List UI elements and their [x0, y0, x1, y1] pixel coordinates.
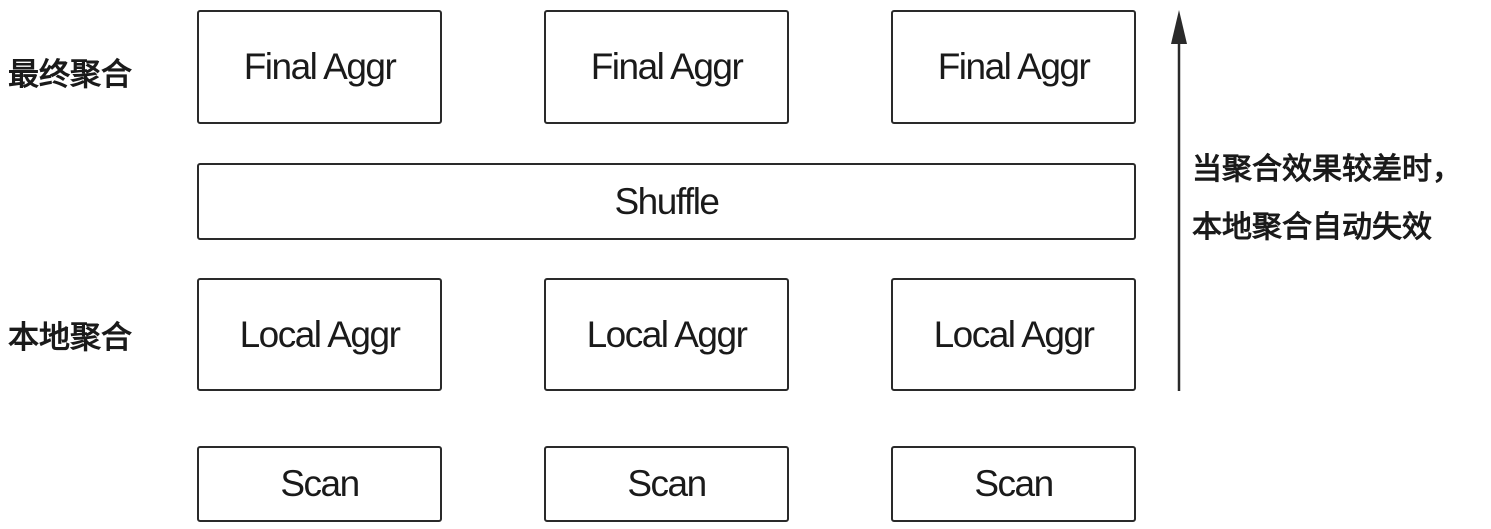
note-line-2: 本地聚合自动失效	[1192, 210, 1432, 245]
upward-arrow	[1171, 10, 1187, 391]
final-aggr-node-2: Final Aggr	[544, 10, 789, 124]
final-aggr-node-3: Final Aggr	[891, 10, 1136, 124]
scan-node-2: Scan	[544, 446, 789, 522]
scan-node-3: Scan	[891, 446, 1136, 522]
final-aggr-node-1: Final Aggr	[197, 10, 442, 124]
local-aggr-node-3: Local Aggr	[891, 278, 1136, 391]
arrow-head	[1171, 10, 1187, 44]
shuffle-node: Shuffle	[197, 163, 1136, 240]
local-aggregation-label: 本地聚合	[8, 320, 132, 356]
note-line-1: 当聚合效果较差时，	[1192, 152, 1462, 187]
local-aggr-node-1: Local Aggr	[197, 278, 442, 391]
local-aggr-node-2: Local Aggr	[544, 278, 789, 391]
final-aggregation-label: 最终聚合	[8, 57, 132, 93]
scan-node-1: Scan	[197, 446, 442, 522]
